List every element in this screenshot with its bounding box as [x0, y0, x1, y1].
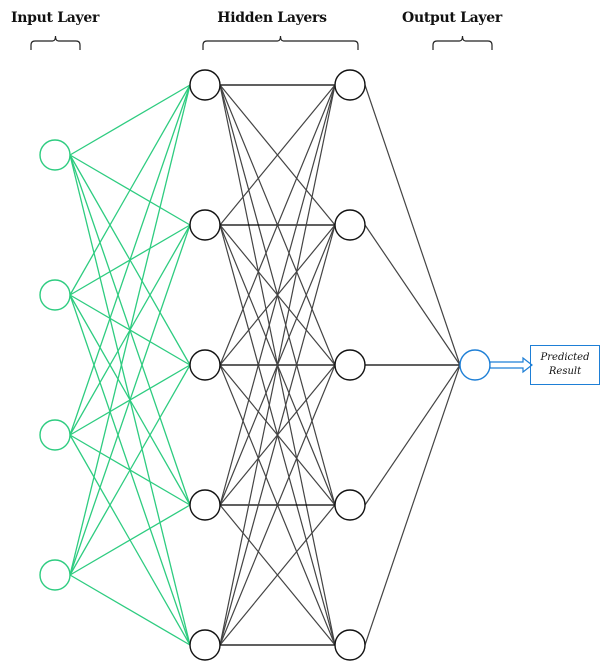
input-layer-title: Input Layer — [10, 10, 100, 26]
hidden-node — [334, 489, 366, 521]
result-label-line2: Result — [548, 366, 582, 377]
input-node — [39, 559, 71, 591]
input-hidden-edge — [69, 364, 191, 576]
hidden-hidden-edge — [219, 364, 336, 646]
hidden-hidden-edge — [219, 84, 336, 226]
hidden-node — [334, 629, 366, 661]
input-hidden-edge — [69, 84, 191, 576]
input-layer-brace — [30, 35, 81, 50]
hidden-node — [334, 209, 366, 241]
input-hidden-edge — [69, 224, 191, 576]
hidden-hidden-edge — [219, 84, 336, 366]
input-hidden-edge — [69, 504, 191, 576]
hidden-hidden-edge — [219, 504, 336, 646]
hidden-hidden-edge — [219, 84, 336, 506]
hidden-output-edge — [364, 84, 461, 366]
input-node — [39, 419, 71, 451]
hidden-layers-brace — [202, 35, 359, 50]
input-hidden-edge — [69, 84, 191, 436]
input-node — [39, 139, 71, 171]
hidden-hidden-edge — [219, 84, 336, 646]
hidden-layers-title: Hidden Layers — [217, 10, 327, 26]
hidden-node — [189, 209, 221, 241]
input-node — [39, 279, 71, 311]
hidden-output-edge — [364, 364, 461, 506]
output-node — [459, 349, 491, 381]
hidden-node — [189, 629, 221, 661]
hidden-node — [189, 349, 221, 381]
output-layer-title: Output Layer — [402, 10, 502, 26]
hidden-hidden-edge — [219, 224, 336, 646]
input-hidden-edge — [69, 574, 191, 646]
output-layer-brace — [432, 35, 493, 50]
hidden-output-edge — [364, 224, 461, 366]
hidden-node — [189, 489, 221, 521]
arrow-icon — [489, 356, 533, 374]
hidden-node — [189, 69, 221, 101]
hidden-output-edge — [364, 364, 461, 646]
hidden-node — [334, 349, 366, 381]
predicted-result-box: Predicted Result — [530, 345, 600, 385]
input-hidden-edge — [69, 84, 191, 156]
hidden-node — [334, 69, 366, 101]
input-hidden-edge — [69, 84, 191, 296]
result-label-line1: Predicted — [540, 352, 590, 363]
